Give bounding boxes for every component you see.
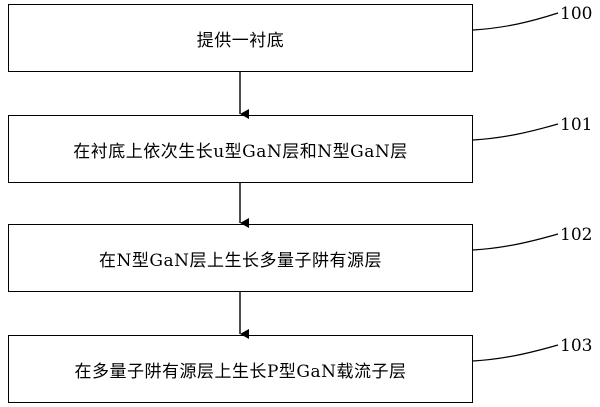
step-label-103: 在多量子阱有源层上生长P型GaN载流子层 <box>74 361 407 382</box>
step-box-100: 提供一衬底 <box>8 4 473 72</box>
leader-line-102 <box>472 233 559 251</box>
leader-line-100 <box>472 12 559 31</box>
step-box-102: 在N型GaN层上生长多量子阱有源层 <box>8 224 473 292</box>
step-number-102: 102 <box>560 225 593 245</box>
step-label-102: 在N型GaN层上生长多量子阱有源层 <box>99 250 382 271</box>
step-number-101: 101 <box>560 115 593 135</box>
step-box-103: 在多量子阱有源层上生长P型GaN载流子层 <box>8 335 473 403</box>
leader-line-103 <box>472 344 559 362</box>
step-label-100: 提供一衬底 <box>196 30 285 51</box>
leader-line-101 <box>472 123 559 141</box>
step-number-100: 100 <box>560 4 593 24</box>
step-label-101: 在衬底上依次生长u型GaN层和N型GaN层 <box>73 141 408 162</box>
step-box-101: 在衬底上依次生长u型GaN层和N型GaN层 <box>8 115 473 183</box>
step-number-103: 103 <box>560 336 593 356</box>
